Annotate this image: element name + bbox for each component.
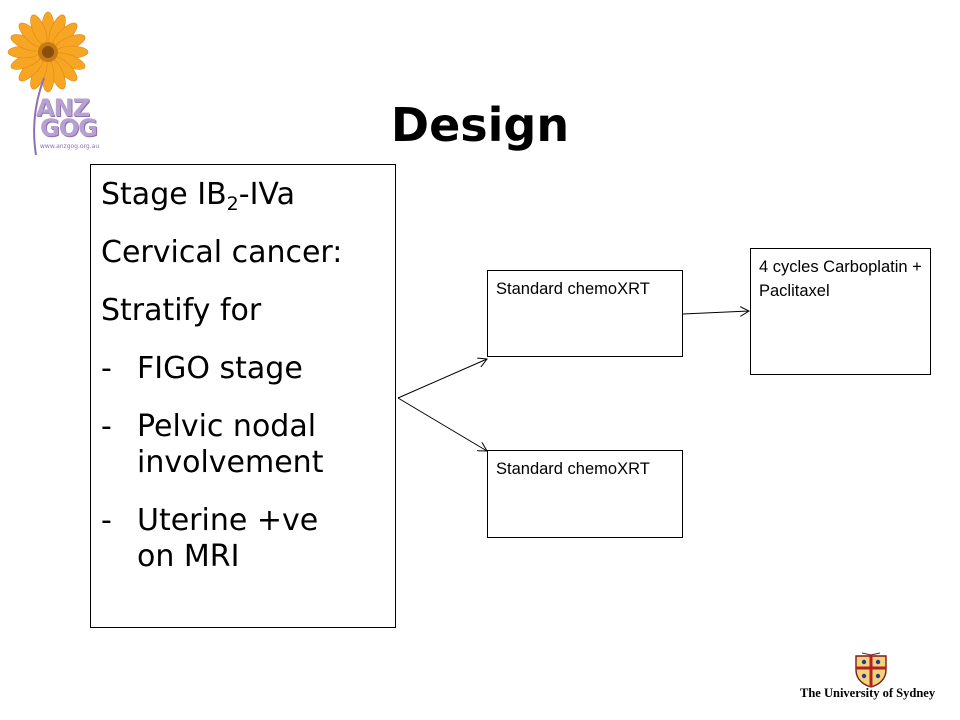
slide-title: Design <box>390 98 570 152</box>
stratification-item: - Pelvic nodal involvement <box>101 409 324 480</box>
arrow-to-top-arm <box>397 359 487 399</box>
arrow-to-bottom-arm <box>397 397 487 451</box>
flower-icon <box>7 11 89 156</box>
adjuvant-chemo-box: 4 cycles Carboplatin + Paclitaxel <box>750 248 931 375</box>
anzgog-logo: ANZ GOG www.anzgog.org.au <box>4 10 104 160</box>
stratify-line: Stratify for <box>101 293 262 328</box>
stratification-item: - FIGO stage <box>101 351 303 386</box>
arrow-to-extra-chemo <box>682 311 749 314</box>
logo-url: www.anzgog.org.au <box>40 143 100 150</box>
stratification-item: - Uterine +ve on MRI <box>101 503 319 574</box>
university-crest-icon <box>855 652 887 688</box>
stage-line: Stage IB2-IVa <box>101 177 295 215</box>
logo-wordmark: ANZ GOG <box>36 94 98 142</box>
university-name: The University of Sydney <box>800 686 936 700</box>
disease-line: Cervical cancer: <box>101 235 343 270</box>
standard-arm-box-top: Standard chemoXRT <box>487 270 683 357</box>
standard-arm-box-bottom: Standard chemoXRT <box>487 450 683 538</box>
stratification-box: Stage IB2-IVa Cervical cancer: Stratify … <box>90 164 396 628</box>
